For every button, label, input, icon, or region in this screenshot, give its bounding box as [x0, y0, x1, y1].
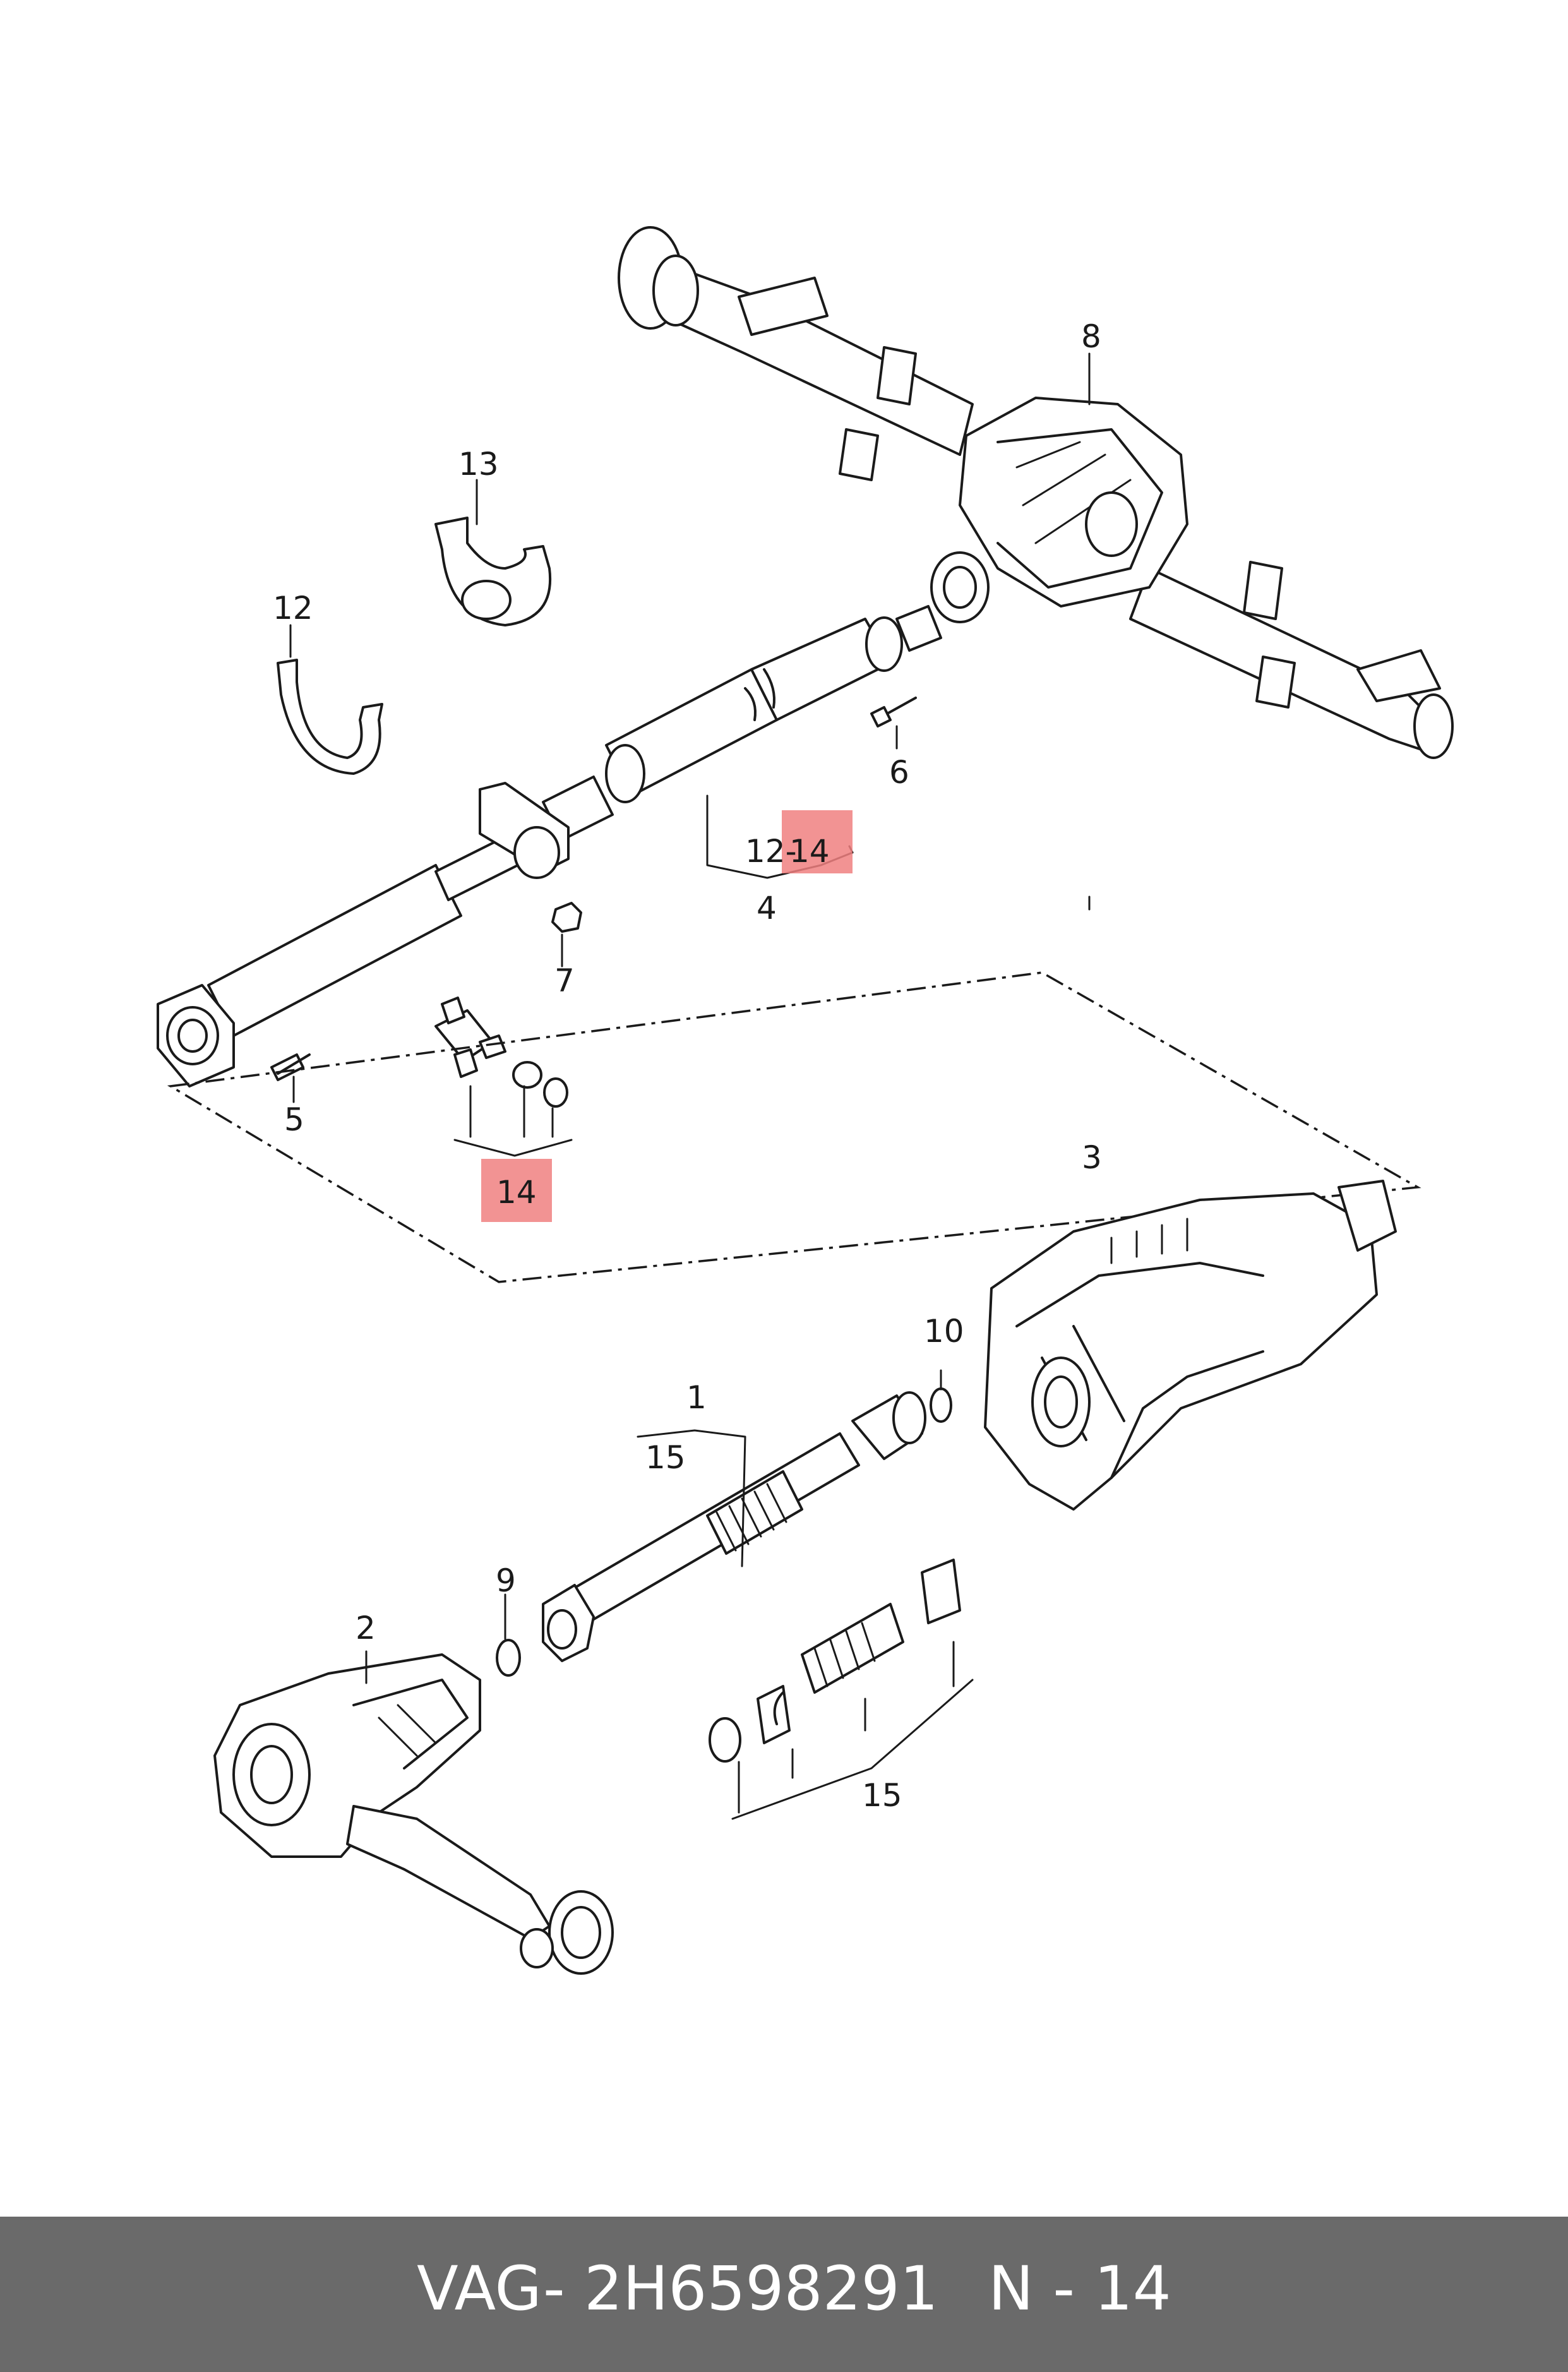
- highlight-box-14: [481, 1159, 552, 1222]
- callout-range-end: 14: [789, 833, 830, 870]
- propeller-shaft[interactable]: [157, 605, 942, 1087]
- front-differential[interactable]: [213, 1653, 614, 1975]
- callout-15-upper: 15: [645, 1439, 686, 1476]
- assembly-frame: [167, 971, 1421, 1283]
- callout-15-lower: 15: [862, 1777, 902, 1814]
- bolt-5[interactable]: [270, 1053, 311, 1081]
- callout-1: 1: [686, 1379, 707, 1416]
- universal-joint-kit[interactable]: [434, 997, 568, 1108]
- circlip-10[interactable]: [930, 1387, 952, 1423]
- footer-page-ref: N - 14: [988, 2253, 1171, 2324]
- callout-range-start: 12-: [745, 833, 797, 870]
- clamp-13[interactable]: [434, 517, 552, 626]
- boot-kit[interactable]: [709, 1559, 961, 1763]
- callout-5: 5: [284, 1101, 304, 1138]
- parts-diagram: 8 13 12 6 12- 14 4 7 5 14 3 10 1 15 9 2 …: [157, 226, 1454, 1975]
- nut-7[interactable]: [551, 902, 582, 933]
- callout-4: 4: [757, 890, 777, 926]
- callout-8: 8: [1081, 318, 1101, 355]
- callout-7: 7: [554, 962, 575, 999]
- callout-6: 6: [889, 754, 909, 791]
- bolt-6[interactable]: [870, 697, 917, 728]
- circlip-9[interactable]: [496, 1639, 521, 1677]
- callout-10: 10: [924, 1313, 964, 1350]
- callout-13: 13: [458, 446, 499, 482]
- callout-9: 9: [496, 1562, 516, 1599]
- rear-axle[interactable]: [618, 226, 1454, 759]
- footer-bar: VAG - 2H6598291 N - 14: [0, 2217, 1568, 2372]
- footer-brand: VAG: [417, 2253, 542, 2324]
- footer-part-number: 2H6598291: [584, 2253, 938, 2324]
- highlight-box-range: [782, 810, 853, 873]
- footer-separator: -: [543, 2253, 565, 2324]
- callout-12: 12: [273, 590, 313, 626]
- callout-2: 2: [356, 1610, 376, 1646]
- transfer-case[interactable]: [984, 1180, 1397, 1511]
- clamp-12[interactable]: [277, 659, 383, 775]
- callout-3: 3: [1082, 1139, 1102, 1176]
- front-drive-shaft[interactable]: [542, 1391, 926, 1662]
- callout-14: 14: [496, 1174, 537, 1211]
